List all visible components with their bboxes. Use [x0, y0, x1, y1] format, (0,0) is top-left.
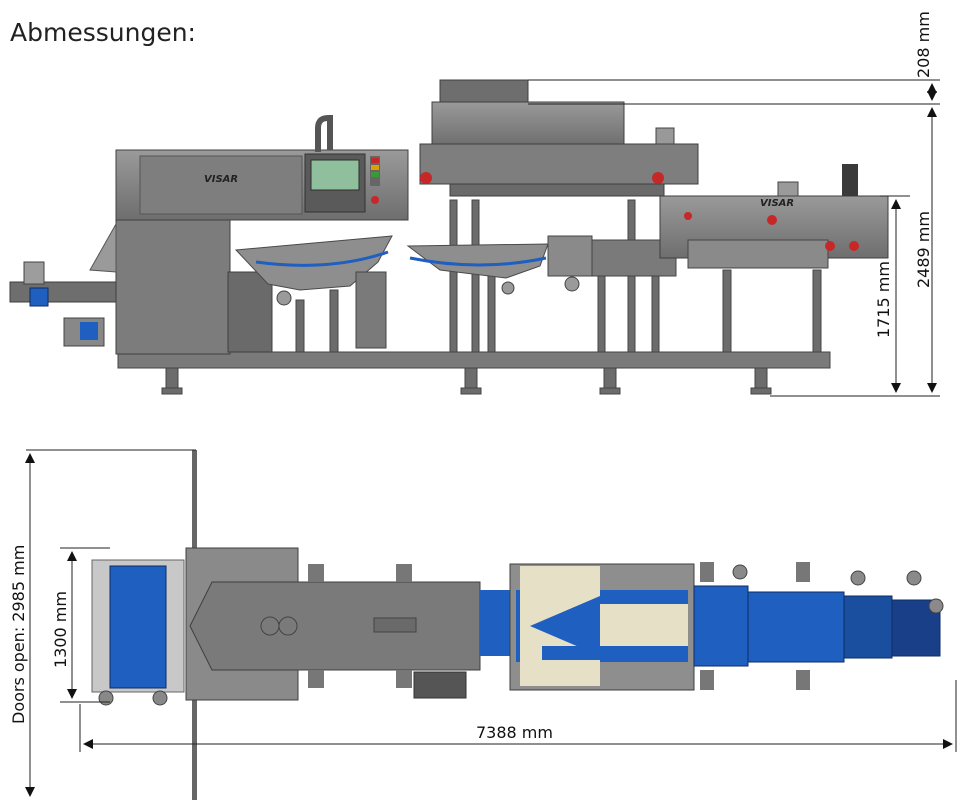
brand-logo-right: VISAR	[760, 198, 794, 209]
inlet-belt	[109, 565, 167, 689]
keyboard	[413, 671, 467, 699]
dim-top-cover: 208 mm	[914, 11, 933, 78]
dim-total-length: 7388 mm	[476, 723, 553, 742]
main-hood-top	[189, 581, 481, 671]
right-motor	[842, 164, 858, 196]
dim-total-height: 2489 mm	[914, 211, 933, 288]
outlet-belt-3	[843, 595, 893, 659]
lower-cabinet	[115, 219, 231, 355]
side-view: VISAR VISAR	[9, 79, 889, 395]
top-cover	[439, 79, 529, 103]
dim-belt-width: 1300 mm	[51, 591, 70, 668]
top-dimension-lines	[25, 449, 957, 797]
touch-screen	[310, 159, 360, 191]
dim-doors-open: Doors open: 2985 mm	[9, 545, 28, 724]
top-view	[91, 450, 944, 800]
dim-feed-height: 1715 mm	[874, 261, 893, 338]
hopper-1	[547, 235, 593, 277]
cream-chute-top	[520, 566, 600, 626]
outlet-belt-1	[693, 585, 749, 667]
outlet-belt-2	[747, 591, 845, 663]
page-title: Abmessungen:	[10, 18, 196, 47]
top-hood	[431, 101, 625, 147]
side-dimension-lines	[528, 79, 940, 397]
emergency-stop	[371, 196, 379, 204]
inlet-motor	[23, 261, 45, 285]
exhaust-pipe	[315, 115, 333, 152]
trough-2	[406, 243, 549, 279]
trough-1	[234, 235, 393, 291]
inlet-conveyor	[9, 281, 123, 303]
brand-logo-left: VISAR	[204, 174, 238, 185]
signal-tower	[370, 156, 380, 186]
